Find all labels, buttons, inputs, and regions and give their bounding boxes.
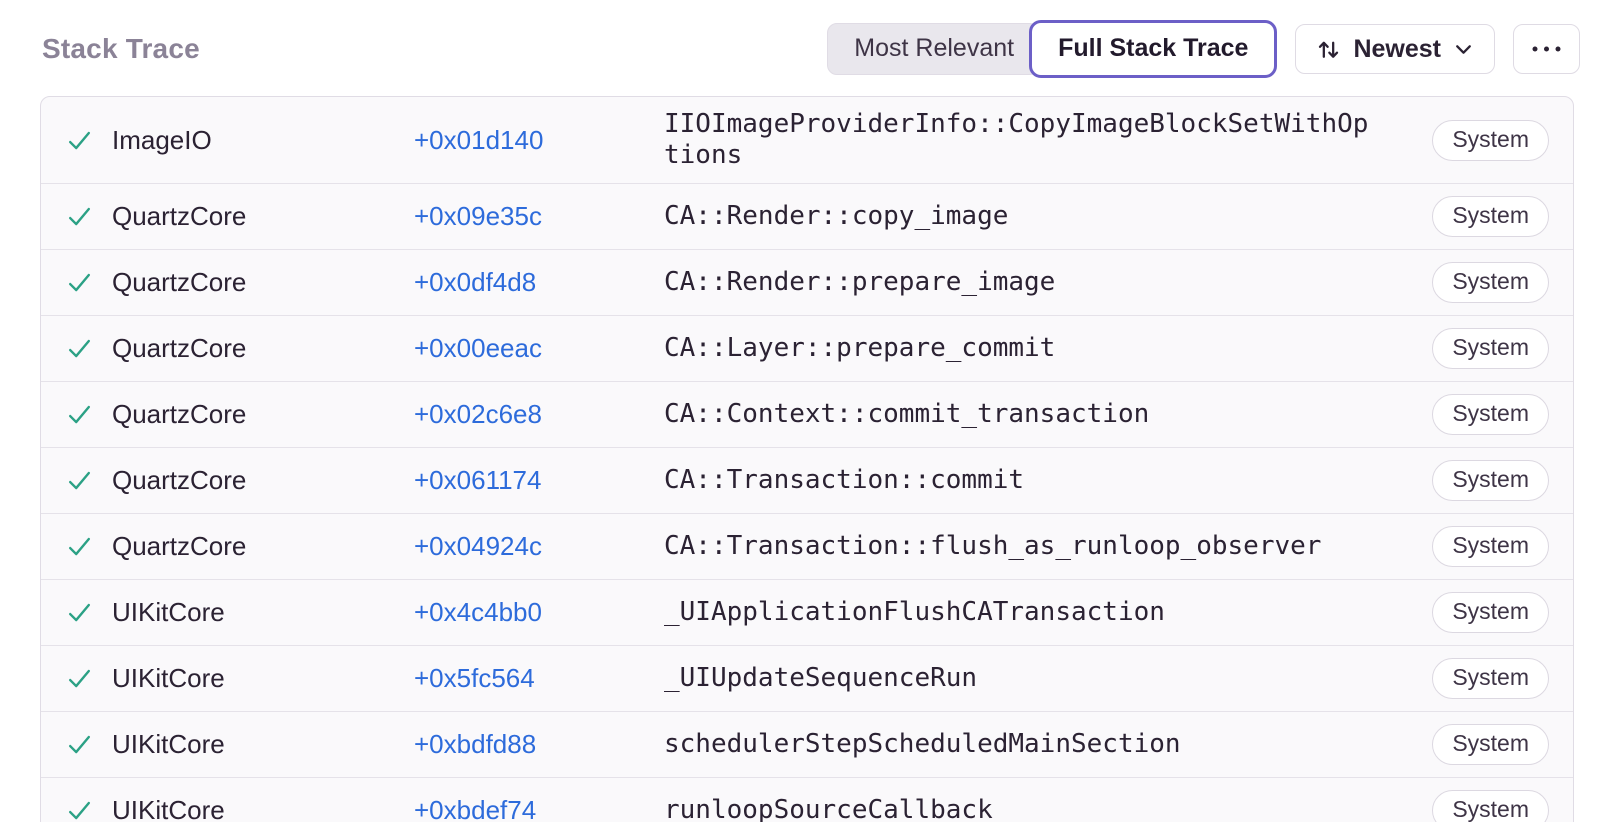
check-icon [65, 334, 112, 363]
stack-frame-row[interactable]: UIKitCore +0xbdef74 runloopSourceCallbac… [41, 777, 1573, 822]
stack-frame-row[interactable]: QuartzCore +0x09e35c CA::Render::copy_im… [41, 183, 1573, 249]
frame-module: QuartzCore [112, 201, 247, 231]
check-icon [65, 466, 112, 495]
frame-function: CA::Transaction::commit [664, 465, 1025, 495]
more-options-button[interactable] [1513, 24, 1580, 74]
frame-module: UIKitCore [112, 597, 225, 627]
frame-origin-badge: System [1432, 196, 1549, 237]
frame-address-link[interactable]: +0x4c4bb0 [414, 597, 542, 627]
frame-badge-cell: System [1432, 592, 1549, 633]
frame-function: _UIApplicationFlushCATransaction [664, 597, 1165, 627]
stack-frame-row[interactable]: QuartzCore +0x061174 CA::Transaction::co… [41, 447, 1573, 513]
frame-address-link[interactable]: +0x09e35c [414, 201, 542, 231]
check-icon [65, 532, 112, 561]
frame-badge-cell: System [1432, 658, 1549, 699]
frame-origin-badge: System [1432, 592, 1549, 633]
frame-origin-badge: System [1432, 724, 1549, 765]
check-icon [65, 796, 112, 822]
ellipsis-icon [1531, 45, 1562, 53]
frame-address-link[interactable]: +0x04924c [414, 531, 542, 561]
frame-address-link[interactable]: +0x5fc564 [414, 663, 535, 693]
sort-button-label: Newest [1353, 34, 1441, 63]
toggle-full-stack-trace-button[interactable]: Full Stack Trace [1029, 20, 1278, 78]
up-down-arrows-icon [1315, 36, 1342, 63]
frame-module: UIKitCore [112, 663, 225, 693]
check-icon [65, 202, 112, 231]
frame-address-link[interactable]: +0x01d140 [414, 124, 544, 155]
frame-origin-badge: System [1432, 394, 1549, 435]
stack-frame-row[interactable]: QuartzCore +0x00eeac CA::Layer::prepare_… [41, 315, 1573, 381]
frame-badge-cell: System [1432, 394, 1549, 435]
stack-trace-table: ImageIO +0x01d140 IIOImageProviderInfo::… [40, 96, 1574, 822]
frame-address-link[interactable]: +0x061174 [414, 465, 542, 495]
chevron-down-icon [1452, 38, 1475, 61]
page-title: Stack Trace [42, 33, 200, 64]
header-controls: Most Relevant Full Stack Trace Newest [827, 20, 1580, 78]
frame-origin-badge: System [1432, 460, 1549, 501]
frame-origin-badge: System [1432, 328, 1549, 369]
frame-badge-cell: System [1432, 790, 1549, 822]
frame-badge-cell: System [1432, 526, 1549, 567]
check-icon [65, 400, 112, 429]
frame-module: UIKitCore [112, 795, 225, 822]
stack-frame-row[interactable]: ImageIO +0x01d140 IIOImageProviderInfo::… [41, 97, 1573, 183]
frame-origin-badge: System [1432, 119, 1549, 161]
frame-module: QuartzCore [112, 465, 247, 495]
frame-badge-cell: System [1432, 460, 1549, 501]
frame-module: ImageIO [112, 124, 212, 155]
view-toggle-segmented-control: Most Relevant Full Stack Trace [827, 20, 1278, 78]
stack-frame-row[interactable]: QuartzCore +0x02c6e8 CA::Context::commit… [41, 381, 1573, 447]
frame-origin-badge: System [1432, 658, 1549, 699]
check-icon [65, 126, 112, 155]
frame-address-link[interactable]: +0xbdef74 [414, 795, 537, 822]
frame-badge-cell: System [1432, 196, 1549, 237]
frame-badge-cell: System [1432, 119, 1549, 161]
frame-badge-cell: System [1432, 328, 1549, 369]
check-icon [65, 664, 112, 693]
frame-origin-badge: System [1432, 262, 1549, 303]
frame-function: CA::Render::copy_image [664, 201, 1009, 231]
frame-function: CA::Transaction::flush_as_runloop_observ… [664, 531, 1322, 561]
frame-function: schedulerStepScheduledMainSection [664, 729, 1181, 759]
frame-address-link[interactable]: +0x02c6e8 [414, 399, 542, 429]
stack-frame-row[interactable]: UIKitCore +0x4c4bb0 _UIApplicationFlushC… [41, 579, 1573, 645]
frame-function: IIOImageProviderInfo::CopyImageBlockSetW… [664, 109, 1369, 170]
frame-origin-badge: System [1432, 790, 1549, 822]
stack-frame-row[interactable]: UIKitCore +0xbdfd88 schedulerStepSchedul… [41, 711, 1573, 777]
stack-frame-row[interactable]: QuartzCore +0x04924c CA::Transaction::fl… [41, 513, 1573, 579]
frame-function: CA::Render::prepare_image [664, 267, 1056, 297]
frame-address-link[interactable]: +0x0df4d8 [414, 267, 537, 297]
frame-address-link[interactable]: +0x00eeac [414, 333, 542, 363]
check-icon [65, 598, 112, 627]
frame-module: QuartzCore [112, 531, 247, 561]
frame-address-link[interactable]: +0xbdfd88 [414, 729, 537, 759]
stack-frame-row[interactable]: UIKitCore +0x5fc564 _UIUpdateSequenceRun… [41, 645, 1573, 711]
frame-module: QuartzCore [112, 333, 247, 363]
frame-module: QuartzCore [112, 267, 247, 297]
frame-badge-cell: System [1432, 724, 1549, 765]
stack-trace-header: Stack Trace Most Relevant Full Stack Tra… [0, 0, 1614, 96]
frame-origin-badge: System [1432, 526, 1549, 567]
frame-function: _UIUpdateSequenceRun [664, 663, 978, 693]
frame-function: CA::Layer::prepare_commit [664, 333, 1056, 363]
sort-newest-button[interactable]: Newest [1295, 24, 1495, 74]
check-icon [65, 730, 112, 759]
frame-function: CA::Context::commit_transaction [664, 399, 1150, 429]
frame-module: UIKitCore [112, 729, 225, 759]
stack-frame-row[interactable]: QuartzCore +0x0df4d8 CA::Render::prepare… [41, 249, 1573, 315]
toggle-most-relevant-button[interactable]: Most Relevant [827, 23, 1040, 75]
frame-module: QuartzCore [112, 399, 247, 429]
frame-function: runloopSourceCallback [664, 795, 993, 822]
frame-badge-cell: System [1432, 262, 1549, 303]
check-icon [65, 268, 112, 297]
